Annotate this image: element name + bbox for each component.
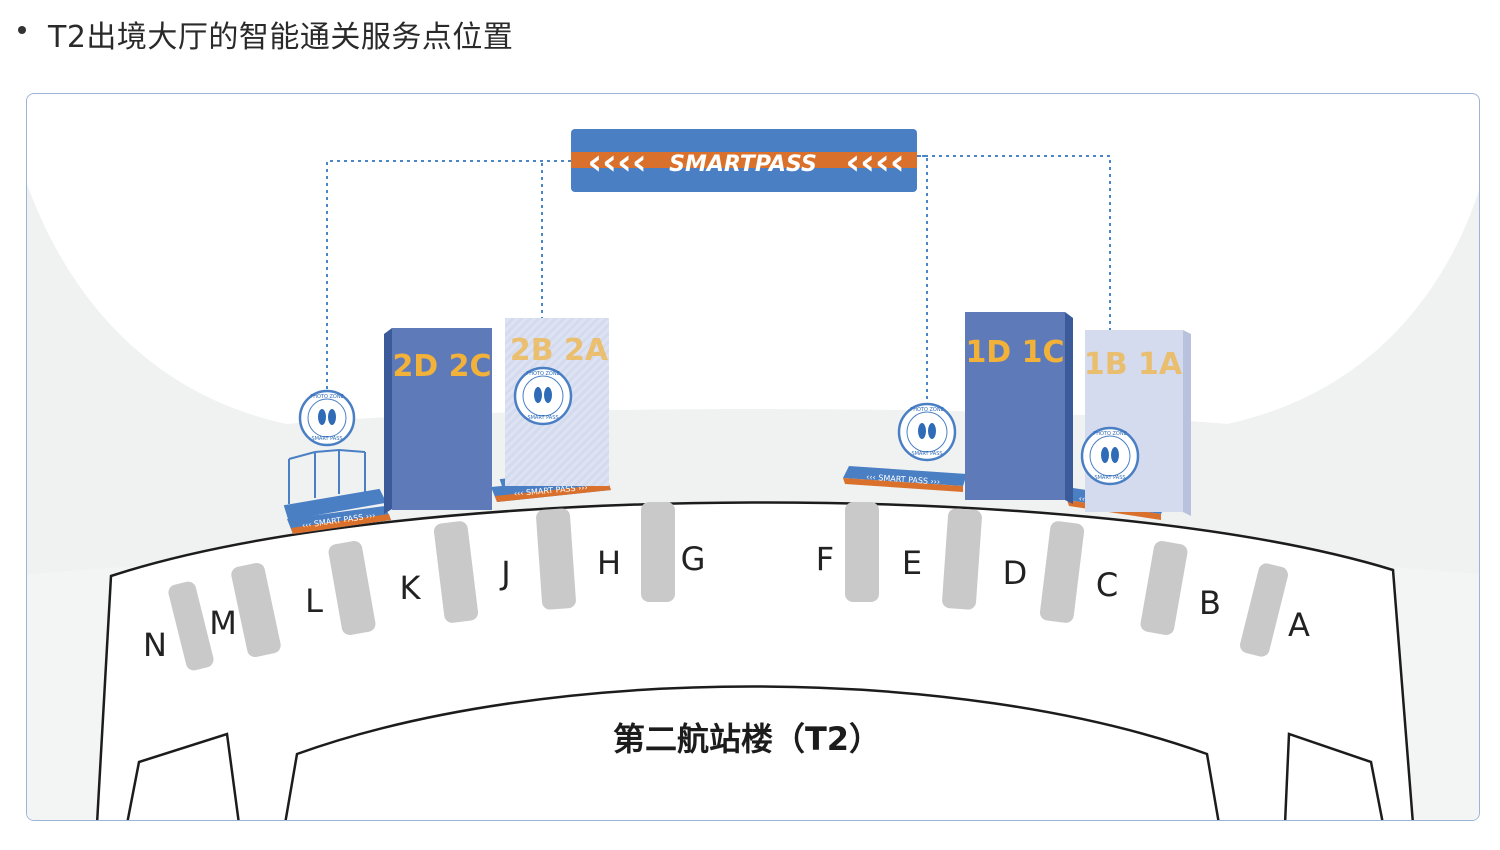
gate-label-a: A xyxy=(1288,606,1310,644)
gate-label-d: D xyxy=(1003,554,1028,592)
counter-1d-1c: 1D 1C xyxy=(965,312,1073,504)
gate-block xyxy=(845,502,879,602)
gate-block xyxy=(231,562,281,658)
gate-block xyxy=(433,521,479,623)
footprint-icon xyxy=(1101,447,1109,463)
gate-block xyxy=(1140,541,1188,635)
counter-side xyxy=(384,328,392,514)
floor-strip-accent xyxy=(495,484,611,502)
counter-1b-1a: 1B 1A xyxy=(1084,330,1191,516)
gate-block xyxy=(641,502,675,602)
footprint-icon xyxy=(534,387,542,403)
footprint-icon xyxy=(328,409,336,425)
footprint-icon xyxy=(318,409,326,425)
counter-side xyxy=(1065,312,1073,504)
terminal-label: 第二航站楼（T2） xyxy=(613,720,881,758)
photo-zone-badge: PHOTO ZONE SMART PASS xyxy=(298,389,356,447)
counter-label: 2B 2A xyxy=(510,333,609,368)
photo-zone-badge: PHOTO ZONE SMART PASS xyxy=(1080,426,1140,486)
counter-label: 1B 1A xyxy=(1084,347,1183,382)
footprint-icon xyxy=(918,423,926,439)
gate-label-h: H xyxy=(597,544,621,582)
terminal-wing-right xyxy=(1283,732,1384,820)
terminal-map: N M L K J H G F E D C B A ‹‹‹‹ SMARTPASS xyxy=(26,93,1480,821)
badge-top-text: PHOTO ZONE xyxy=(526,371,560,377)
gate-block xyxy=(536,508,576,610)
terminal-inner-outline xyxy=(284,685,1220,820)
footprint-icon xyxy=(544,387,552,403)
footprint-icon xyxy=(928,423,936,439)
floor-strip xyxy=(843,466,967,486)
gate-label-j: J xyxy=(499,554,510,592)
gate-block xyxy=(942,508,982,610)
badge-bottom-text: SMART PASS xyxy=(1094,475,1125,481)
gate-block xyxy=(1039,521,1085,623)
gate-label-l: L xyxy=(305,582,323,620)
gate-label-b: B xyxy=(1199,584,1221,622)
gate-block xyxy=(1240,563,1288,657)
terminal-map-svg: N M L K J H G F E D C B A ‹‹‹‹ SMARTPASS xyxy=(27,129,1479,820)
counter-block xyxy=(392,328,492,510)
badge-inner xyxy=(906,411,948,453)
badge-bottom-text: SMART PASS xyxy=(527,415,558,421)
floor-strip-accent xyxy=(843,478,963,492)
section-heading: T2出境大厅的智能通关服务点位置 xyxy=(18,12,513,56)
kiosk-frame xyxy=(288,448,366,504)
banner-stripe xyxy=(571,152,917,168)
counter-side xyxy=(1183,330,1191,516)
gate-label-n: N xyxy=(143,626,167,664)
gate-block xyxy=(168,581,214,671)
gate-label-f: F xyxy=(816,540,834,578)
banner-arrows-right: ‹‹‹‹ xyxy=(845,142,904,183)
badge-bottom-text: SMART PASS xyxy=(911,451,942,457)
gate-label-m: M xyxy=(209,604,237,642)
heading-text: T2出境大厅的智能通关服务点位置 xyxy=(48,20,514,55)
gate-block xyxy=(328,541,376,635)
gate-letters: N M L K J H G F E D C B A xyxy=(143,540,1310,664)
badge-top-text: PHOTO ZONE xyxy=(310,394,344,400)
counter-block xyxy=(965,312,1065,500)
gate-label-g: G xyxy=(681,540,706,578)
badge-top-text: PHOTO ZONE xyxy=(1093,431,1127,437)
counter-label: 2D 2C xyxy=(392,349,491,384)
badge-inner xyxy=(1089,435,1131,477)
gate-label-k: K xyxy=(400,569,422,607)
gate-label-e: E xyxy=(902,544,922,582)
gate-label-c: C xyxy=(1096,566,1118,604)
photo-zone-badge: PHOTO ZONE SMART PASS xyxy=(513,366,573,426)
banner-arrows-left: ‹‹‹‹ xyxy=(587,142,646,183)
footprint-icon xyxy=(1111,447,1119,463)
connector-line xyxy=(917,155,928,399)
badge-inner xyxy=(522,375,564,417)
gate-group xyxy=(168,502,1288,671)
badge-bottom-text: SMART PASS xyxy=(311,436,342,442)
badge-top-text: PHOTO ZONE xyxy=(910,407,944,413)
counter-label: 1D 1C xyxy=(965,335,1064,370)
banner-text: SMARTPASS xyxy=(669,152,817,177)
floor-strip-accent xyxy=(291,514,391,534)
bullet-icon xyxy=(18,26,26,34)
terminal-wing-left xyxy=(126,732,240,820)
counter-2d-2c: 2D 2C xyxy=(384,328,492,514)
badge-inner xyxy=(307,398,347,438)
photo-zone-badge: PHOTO ZONE SMART PASS xyxy=(897,402,957,462)
connector-line xyxy=(326,160,573,389)
smartpass-banner: ‹‹‹‹ SMARTPASS ‹‹‹‹ xyxy=(571,129,917,192)
